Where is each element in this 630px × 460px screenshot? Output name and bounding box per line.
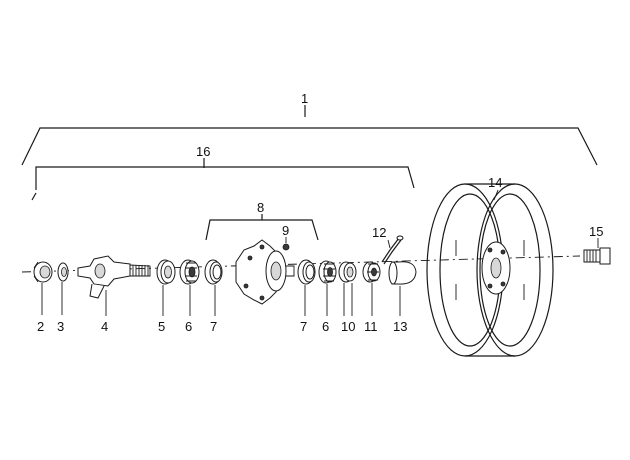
callout-16: 16 — [196, 144, 210, 159]
callout-13: 13 — [393, 319, 407, 334]
part-10-washer — [338, 261, 357, 283]
callout-11: 11 — [364, 319, 378, 334]
part-8-hub — [235, 239, 295, 305]
part-11-castle-nut — [362, 261, 381, 283]
hub-subassembly-bracket — [31, 158, 415, 201]
callout-6a: 6 — [185, 319, 192, 334]
callout-5: 5 — [158, 319, 165, 334]
callout-assembly: 1 — [301, 91, 308, 106]
callout-7b: 7 — [300, 319, 307, 334]
hub-bracket — [205, 214, 319, 241]
part-7-bearing-cup-inner — [204, 259, 223, 285]
callout-4: 4 — [101, 319, 108, 334]
callout-9: 9 — [282, 223, 289, 238]
callout-2: 2 — [37, 319, 44, 334]
part-6-bearing-cone-inner — [179, 259, 200, 285]
part-2-nut — [33, 261, 53, 283]
part-9-grease-fitting — [282, 243, 290, 251]
callout-3: 3 — [57, 319, 64, 334]
callout-12: 12 — [372, 225, 386, 240]
part-4-spindle — [77, 255, 151, 299]
part-7-bearing-cup-outer — [297, 259, 316, 285]
callout-8: 8 — [257, 200, 264, 215]
callout-14: 14 — [488, 175, 502, 190]
part-14-wheel-rim — [426, 183, 554, 357]
part-3-washer — [57, 262, 69, 282]
part-15-lug-bolt — [583, 247, 611, 265]
part-6-bearing-cone-outer — [318, 260, 337, 284]
part-13-dust-cap — [388, 261, 417, 285]
part-5-seal — [156, 259, 176, 285]
callout-15: 15 — [589, 224, 603, 239]
callout-10: 10 — [341, 319, 355, 334]
part-12-cotter-pin — [381, 235, 404, 265]
callout-6b: 6 — [322, 319, 329, 334]
assembly-bracket — [21, 105, 598, 166]
callout-7a: 7 — [210, 319, 217, 334]
